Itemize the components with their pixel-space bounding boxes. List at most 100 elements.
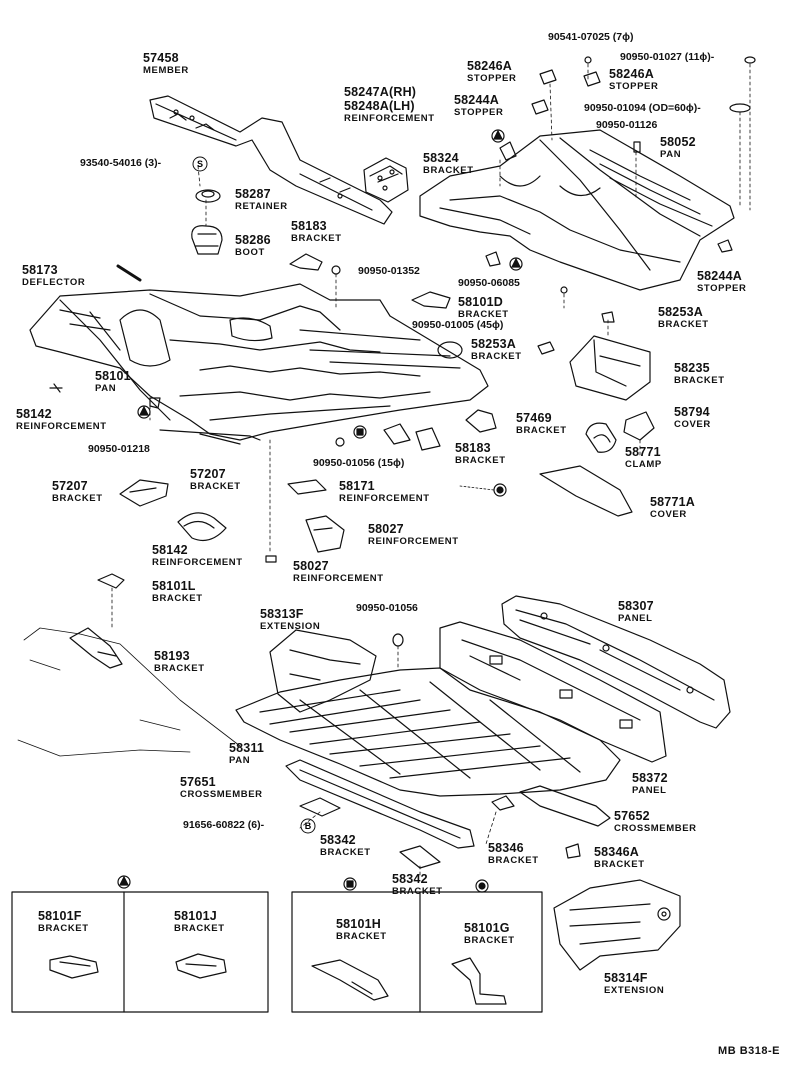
callout-b-icon — [300, 818, 316, 834]
part-label: 90950-01218 — [88, 443, 150, 455]
grommet-90950-01056-a — [335, 437, 345, 447]
clamp-58771 — [585, 422, 617, 453]
bracket-58101G — [451, 957, 507, 1005]
callout-square-icon — [343, 877, 357, 891]
detail-box-triangle — [11, 891, 269, 1013]
bracket-58342-a — [299, 797, 341, 817]
part-label: 93540-54016 (3)- — [80, 157, 162, 169]
reinforcement-58142-a — [49, 383, 63, 393]
bracket-58342-b — [399, 845, 441, 869]
bolt-90950-01218 — [149, 397, 161, 409]
bracket-58101J — [175, 953, 227, 979]
bracket-57469 — [465, 409, 497, 433]
callout-circle-icon — [493, 483, 507, 497]
part-label: 90541-07025 (7ϕ) — [548, 31, 634, 43]
pan-58052 — [419, 129, 735, 291]
stopper-58246A-a — [539, 69, 557, 85]
part-label: 90950-01056 (15ϕ) — [313, 457, 405, 469]
callout-triangle-icon — [137, 405, 151, 419]
bracket-58324-b — [485, 251, 501, 267]
reinforcement-58142-b — [265, 555, 277, 563]
panel-58372 — [439, 621, 667, 763]
grommet-90950-01056-b — [392, 633, 404, 647]
bracket-57207-a — [119, 479, 169, 507]
part-label: 90950-01027 (11ϕ)- — [620, 51, 715, 63]
bracket-58101L — [97, 573, 125, 589]
callout-square-icon — [353, 425, 367, 439]
bracket-58193 — [69, 627, 123, 669]
part-label: 58247A(RH) — [344, 85, 417, 99]
stopper-58244A-b — [531, 99, 549, 115]
plug-90950-01126 — [633, 141, 641, 153]
diagram-code: MB B318-E — [718, 1045, 780, 1057]
extension-58313F — [269, 629, 377, 713]
plug-90950-01005 — [437, 341, 463, 359]
reinforcement-58247A — [363, 157, 409, 203]
part-label: 58248A(LH)REINFORCEMENT — [344, 99, 435, 124]
extension-58314F — [553, 879, 681, 971]
plug-90541-07025 — [584, 56, 592, 64]
callout-s-text: S — [197, 159, 203, 169]
callout-triangle-icon — [117, 875, 131, 889]
member-57458 — [149, 95, 393, 225]
part-label: 90950-06085 — [458, 277, 520, 289]
cover-58771A — [539, 465, 633, 517]
cover-58794 — [623, 411, 655, 441]
crossmember-57652 — [519, 785, 611, 827]
callout-b-text: B — [305, 821, 312, 831]
detail-box-square-circle — [291, 891, 543, 1013]
part-label: 90950-01094 (OD=60ϕ)- — [584, 102, 701, 114]
callout-circle-icon — [475, 879, 489, 893]
bracket-58346 — [491, 795, 515, 811]
bracket-58183-a — [289, 253, 323, 271]
callout-triangle-icon — [491, 129, 505, 143]
bracket-58253A-a — [537, 341, 555, 355]
bracket-58183-b — [383, 423, 441, 451]
part-label: 90950-01005 (45ϕ) — [412, 319, 504, 331]
plug-90950-01094 — [729, 103, 751, 113]
callout-triangle-icon — [509, 257, 523, 271]
boot-58286 — [191, 225, 223, 255]
panel-58307 — [501, 595, 731, 729]
part-label: 90950-01126 — [596, 119, 658, 131]
bracket-58101H — [311, 959, 389, 1001]
grommet-90950-01352 — [331, 265, 341, 275]
pan-58101 — [29, 283, 489, 445]
callout-s-icon — [192, 156, 208, 172]
deflector-58173 — [116, 264, 142, 282]
